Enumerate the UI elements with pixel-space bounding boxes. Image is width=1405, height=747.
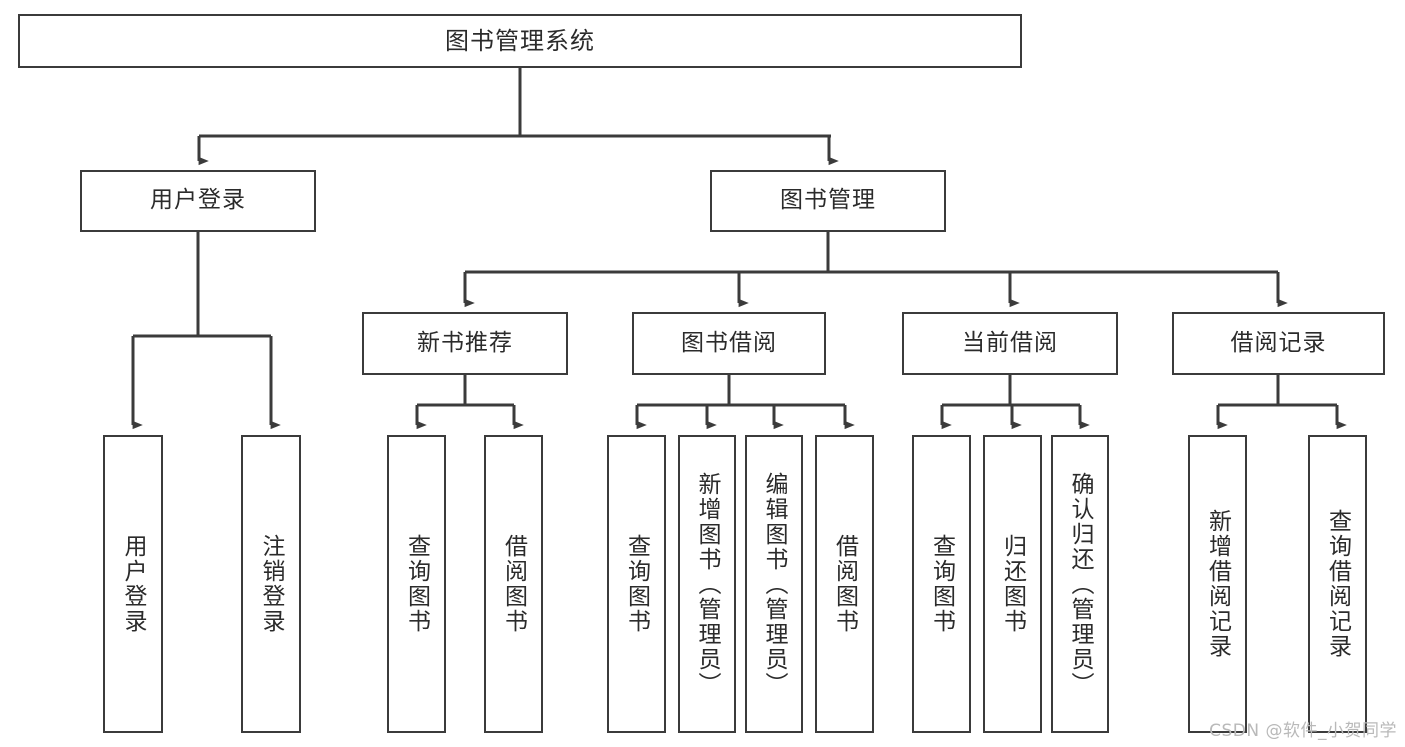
leaf-label: 借阅图书 xyxy=(500,534,527,634)
leaf-label: 借阅图书 xyxy=(831,534,858,634)
node-leaf-query-book-2[interactable]: 查询图书 xyxy=(607,435,666,733)
node-leaf-return-book[interactable]: 归还图书 xyxy=(983,435,1042,733)
node-root-system[interactable]: 图书管理系统 xyxy=(18,14,1022,68)
leaf-label: 用户登录 xyxy=(120,534,147,634)
node-leaf-query-book-1[interactable]: 查询图书 xyxy=(387,435,446,733)
leaf-label: 查询图书 xyxy=(928,534,955,634)
node-leaf-borrow-book-1[interactable]: 借阅图书 xyxy=(484,435,543,733)
node-book-borrow[interactable]: 图书借阅 xyxy=(632,312,826,375)
leaf-label: 编辑图书（管理员） xyxy=(761,471,788,697)
node-leaf-edit-book-admin[interactable]: 编辑图书（管理员） xyxy=(745,435,803,733)
leaf-label: 注销登录 xyxy=(258,534,285,634)
leaf-label: 查询图书 xyxy=(623,534,650,634)
leaf-label: 查询图书 xyxy=(403,534,430,634)
node-leaf-logout-login[interactable]: 注销登录 xyxy=(241,435,301,733)
leaf-label: 确认归还（管理员） xyxy=(1067,471,1094,697)
node-leaf-add-borrow-record[interactable]: 新增借阅记录 xyxy=(1188,435,1247,733)
node-leaf-confirm-return-admin[interactable]: 确认归还（管理员） xyxy=(1051,435,1109,733)
node-user-login[interactable]: 用户登录 xyxy=(80,170,316,232)
leaf-label: 新增借阅记录 xyxy=(1204,509,1231,659)
leaf-label: 查询借阅记录 xyxy=(1324,509,1351,659)
leaf-label: 归还图书 xyxy=(999,534,1026,634)
node-new-book-recommend[interactable]: 新书推荐 xyxy=(362,312,568,375)
leaf-label: 新增图书（管理员） xyxy=(694,471,721,697)
node-leaf-query-book-3[interactable]: 查询图书 xyxy=(912,435,971,733)
node-borrow-record[interactable]: 借阅记录 xyxy=(1172,312,1385,375)
node-leaf-user-login[interactable]: 用户登录 xyxy=(103,435,163,733)
node-book-manage[interactable]: 图书管理 xyxy=(710,170,946,232)
node-leaf-query-borrow-record[interactable]: 查询借阅记录 xyxy=(1308,435,1367,733)
node-leaf-add-book-admin[interactable]: 新增图书（管理员） xyxy=(678,435,736,733)
node-current-borrow[interactable]: 当前借阅 xyxy=(902,312,1118,375)
watermark-text: CSDN @软件_小贺同学 xyxy=(1209,721,1397,741)
node-leaf-borrow-book-2[interactable]: 借阅图书 xyxy=(815,435,874,733)
